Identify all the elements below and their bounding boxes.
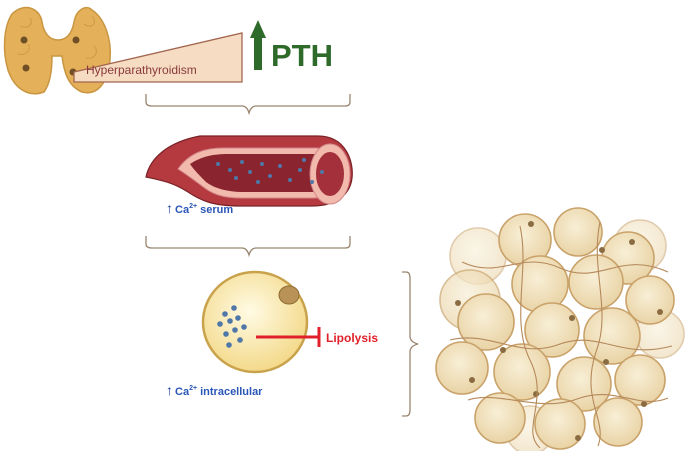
ca-ion: Ca (175, 204, 190, 216)
middle-brace (145, 236, 351, 258)
pth-increase-arrow-icon (250, 20, 266, 70)
up-arrow-icon: ↑ (166, 200, 173, 216)
ca-charge: 2+ (189, 203, 198, 210)
pth-label: PTH (271, 38, 333, 73)
up-arrow-icon: ↑ (166, 382, 173, 398)
top-brace (145, 94, 351, 116)
hyperparathyroidism-wedge (73, 32, 243, 83)
calcium-serum-label: ↑Ca2+ serum (166, 200, 233, 216)
right-brace (402, 271, 419, 417)
blood-vessel-icon (145, 135, 353, 207)
hyperparathyroidism-label: Hyperparathyroidism (86, 63, 197, 77)
ca-charge: 2+ (189, 385, 198, 392)
adipocyte-cell-icon (201, 270, 309, 374)
ca-serum-text: serum (200, 204, 234, 216)
ca-ion: Ca (175, 386, 190, 398)
ca-intracellular-text: intracellular (200, 386, 263, 398)
lipolysis-label: Lipolysis (326, 331, 379, 345)
lipolysis-inhibition-icon (256, 327, 321, 347)
adipose-tissue-icon (435, 207, 685, 451)
calcium-intracellular-label: ↑Ca2+ intracellular (166, 382, 262, 398)
